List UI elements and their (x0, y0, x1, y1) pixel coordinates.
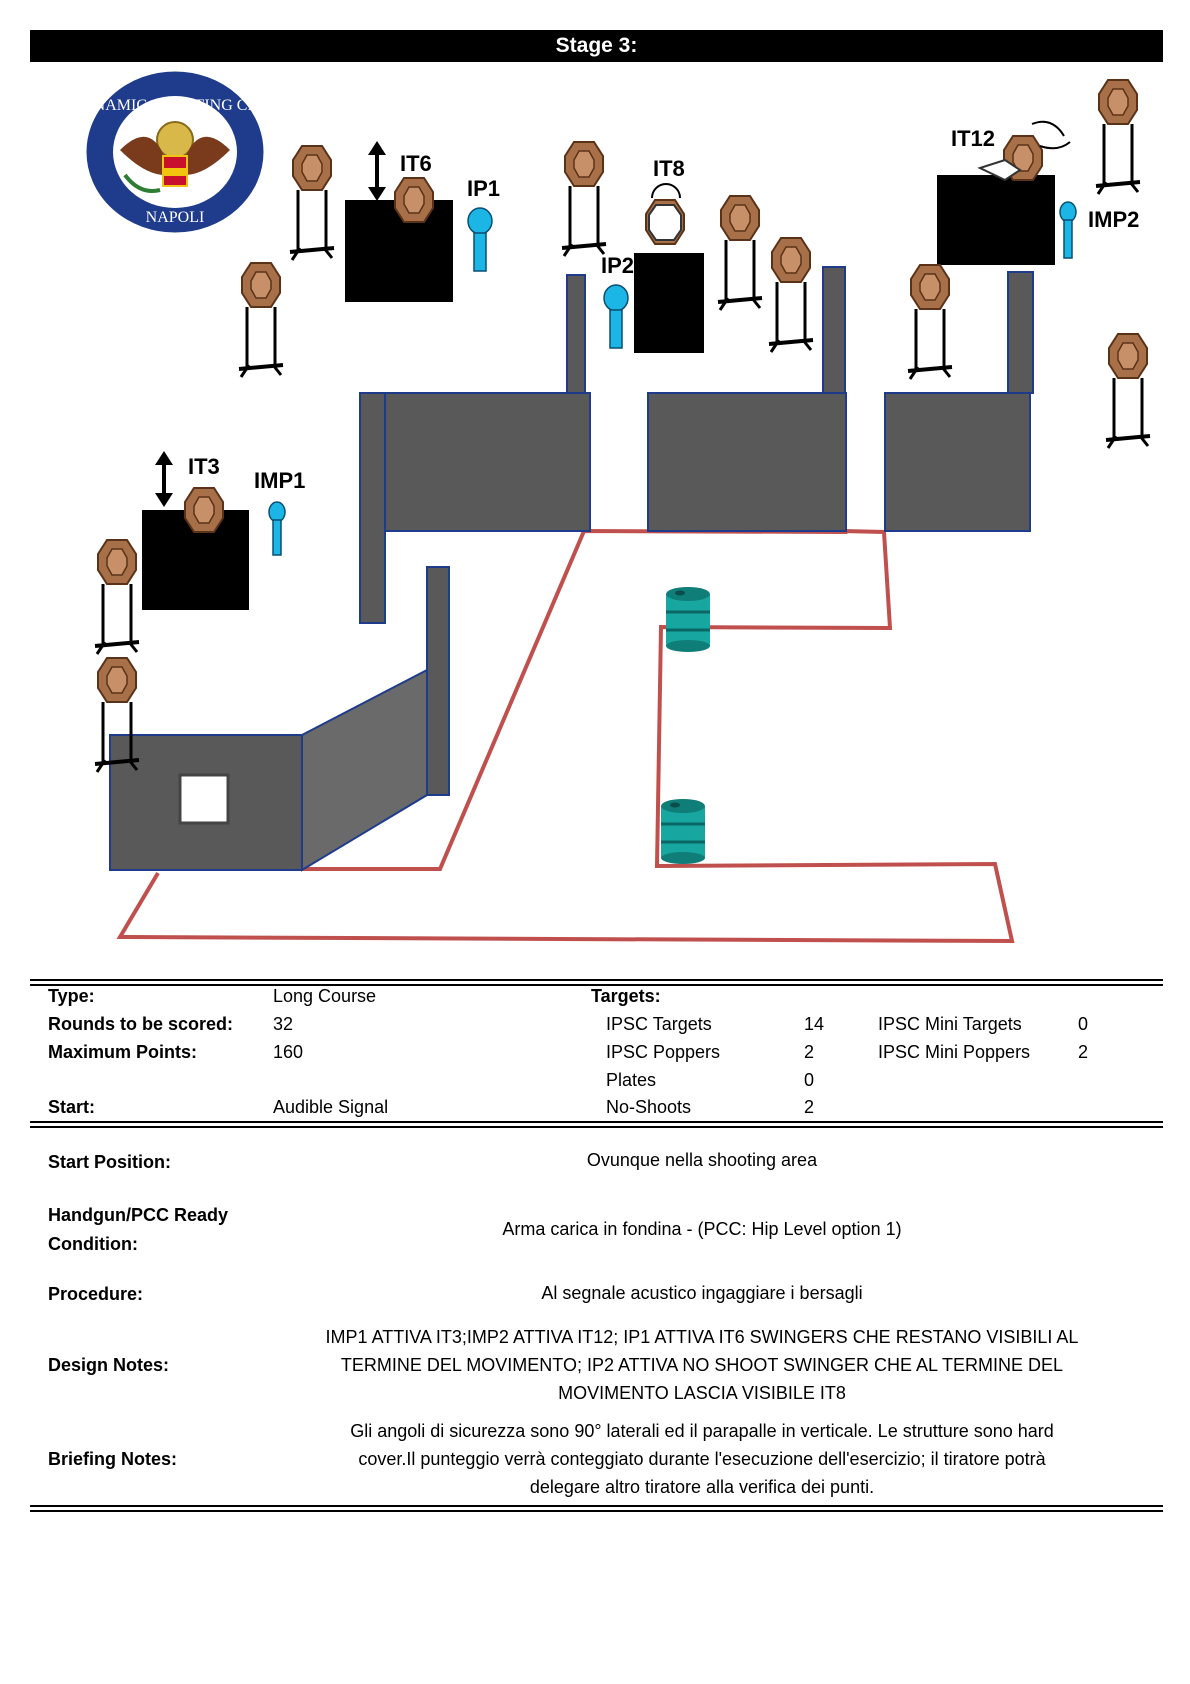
divider (30, 984, 1163, 986)
type-value: Long Course (273, 986, 377, 1006)
procedure-value: Al segnale acustico ingaggiare i bersagl… (541, 1283, 863, 1303)
rounds-label: Rounds to be scored: (48, 1014, 234, 1034)
target-type-name: IPSC Poppers (606, 1042, 721, 1062)
start-value: Audible Signal (273, 1097, 389, 1117)
mini-target-name: IPSC Mini Poppers (878, 1042, 1031, 1062)
rounds-value: 32 (273, 1014, 294, 1034)
hard-cover-box (345, 200, 453, 302)
start-position-label: Start Position: (48, 1152, 172, 1172)
hard-cover-box (634, 253, 704, 353)
ready-condition-value: Arma carica in fondina - (PCC: Hip Level… (502, 1219, 902, 1239)
start-position-value: Ovunque nella shooting area (586, 1150, 818, 1170)
mini-popper-imp1 (268, 501, 286, 556)
ipsc-target (93, 539, 141, 656)
up-down-arrow-icon (155, 451, 173, 507)
type-label: Type: (48, 986, 95, 1006)
design-notes-label: Design Notes: (48, 1355, 170, 1375)
barrel (664, 585, 712, 654)
mini-popper-imp2 (1059, 201, 1077, 259)
no-shoot-target (645, 199, 685, 245)
target-type-count: 2 (804, 1042, 815, 1062)
briefing-notes-line: cover.Il punteggio verrà conteggiato dur… (358, 1449, 1046, 1469)
up-down-arrow-icon (368, 141, 386, 201)
ipsc-target (237, 262, 285, 379)
logo-bottom-text: NAPOLI (146, 209, 205, 226)
target-type-name: IPSC Targets (606, 1014, 712, 1034)
briefing-notes-label: Briefing Notes: (48, 1449, 178, 1469)
wall (884, 271, 1034, 532)
mini-target-count: 0 (1078, 1014, 1089, 1034)
label-it6: IT6 (400, 151, 432, 176)
stage-diagram: DYNAMIC SHOOTING CLUB NAPOLI (71, 68, 1152, 944)
targets-label: Targets: (591, 986, 661, 1006)
briefing-notes-line: delegare altro tiratore alla verifica de… (529, 1477, 875, 1497)
briefing-notes-line: Gli angoli di sicurezza sono 90° lateral… (350, 1421, 1054, 1441)
mini-target-name: IPSC Mini Targets (878, 1014, 1022, 1034)
stage-title: Stage 3: (30, 30, 1163, 62)
target-type-count: 2 (804, 1097, 815, 1117)
start-label: Start: (48, 1097, 96, 1117)
ipsc-target (767, 237, 815, 354)
max-points-value: 160 (273, 1042, 304, 1062)
label-ip2: IP2 (601, 253, 634, 278)
ready-condition-label: Condition: (48, 1234, 138, 1254)
mini-target-count: 2 (1078, 1042, 1089, 1062)
wall (359, 274, 591, 624)
swinger-target (184, 487, 224, 533)
rotate-arrow-icon (651, 183, 681, 199)
divider (30, 1126, 1163, 1128)
divider (30, 979, 1163, 981)
target-type-name: No-Shoots (606, 1097, 692, 1117)
label-it3: IT3 (188, 454, 220, 479)
label-ip1: IP1 (467, 176, 500, 201)
ipsc-target (716, 195, 764, 312)
rotate-arrow-icon (1031, 120, 1071, 150)
label-it12: IT12 (951, 126, 995, 151)
ipsc-target (1104, 333, 1152, 450)
divider (30, 1505, 1163, 1507)
swinger-target (394, 177, 434, 223)
procedure-label: Procedure: (48, 1284, 144, 1304)
logo-top-text: DYNAMIC SHOOTING CLUB (71, 97, 280, 114)
ipsc-target (560, 141, 608, 258)
divider (30, 1510, 1163, 1512)
club-logo: DYNAMIC SHOOTING CLUB NAPOLI (71, 68, 280, 236)
popper-ip2 (603, 284, 629, 349)
wall (647, 266, 847, 532)
label-imp2: IMP2 (1088, 207, 1139, 232)
ipsc-target (1094, 79, 1142, 196)
label-it8: IT8 (653, 156, 685, 181)
design-notes-line: IMP1 ATTIVA IT3;IMP2 ATTIVA IT12; IP1 AT… (325, 1327, 1079, 1347)
max-points-label: Maximum Points: (48, 1042, 198, 1062)
ipsc-target (288, 145, 336, 262)
ready-condition-label: Handgun/PCC Ready (48, 1205, 229, 1225)
hard-cover-box (937, 175, 1055, 265)
divider (30, 1121, 1163, 1123)
barrel (659, 797, 707, 866)
label-imp1: IMP1 (254, 468, 305, 493)
design-notes-line: MOVIMENTO LASCIA VISIBILE IT8 (558, 1383, 846, 1403)
wall-with-window (109, 566, 450, 872)
no-shoot-target (977, 158, 1022, 182)
target-type-count: 0 (804, 1070, 815, 1090)
design-notes-line: TERMINE DEL MOVIMENTO; IP2 ATTIVA NO SHO… (340, 1355, 1064, 1375)
target-type-count: 14 (804, 1014, 825, 1034)
target-type-name: Plates (606, 1070, 657, 1090)
ipsc-target (906, 264, 954, 381)
popper-ip1 (467, 207, 493, 272)
